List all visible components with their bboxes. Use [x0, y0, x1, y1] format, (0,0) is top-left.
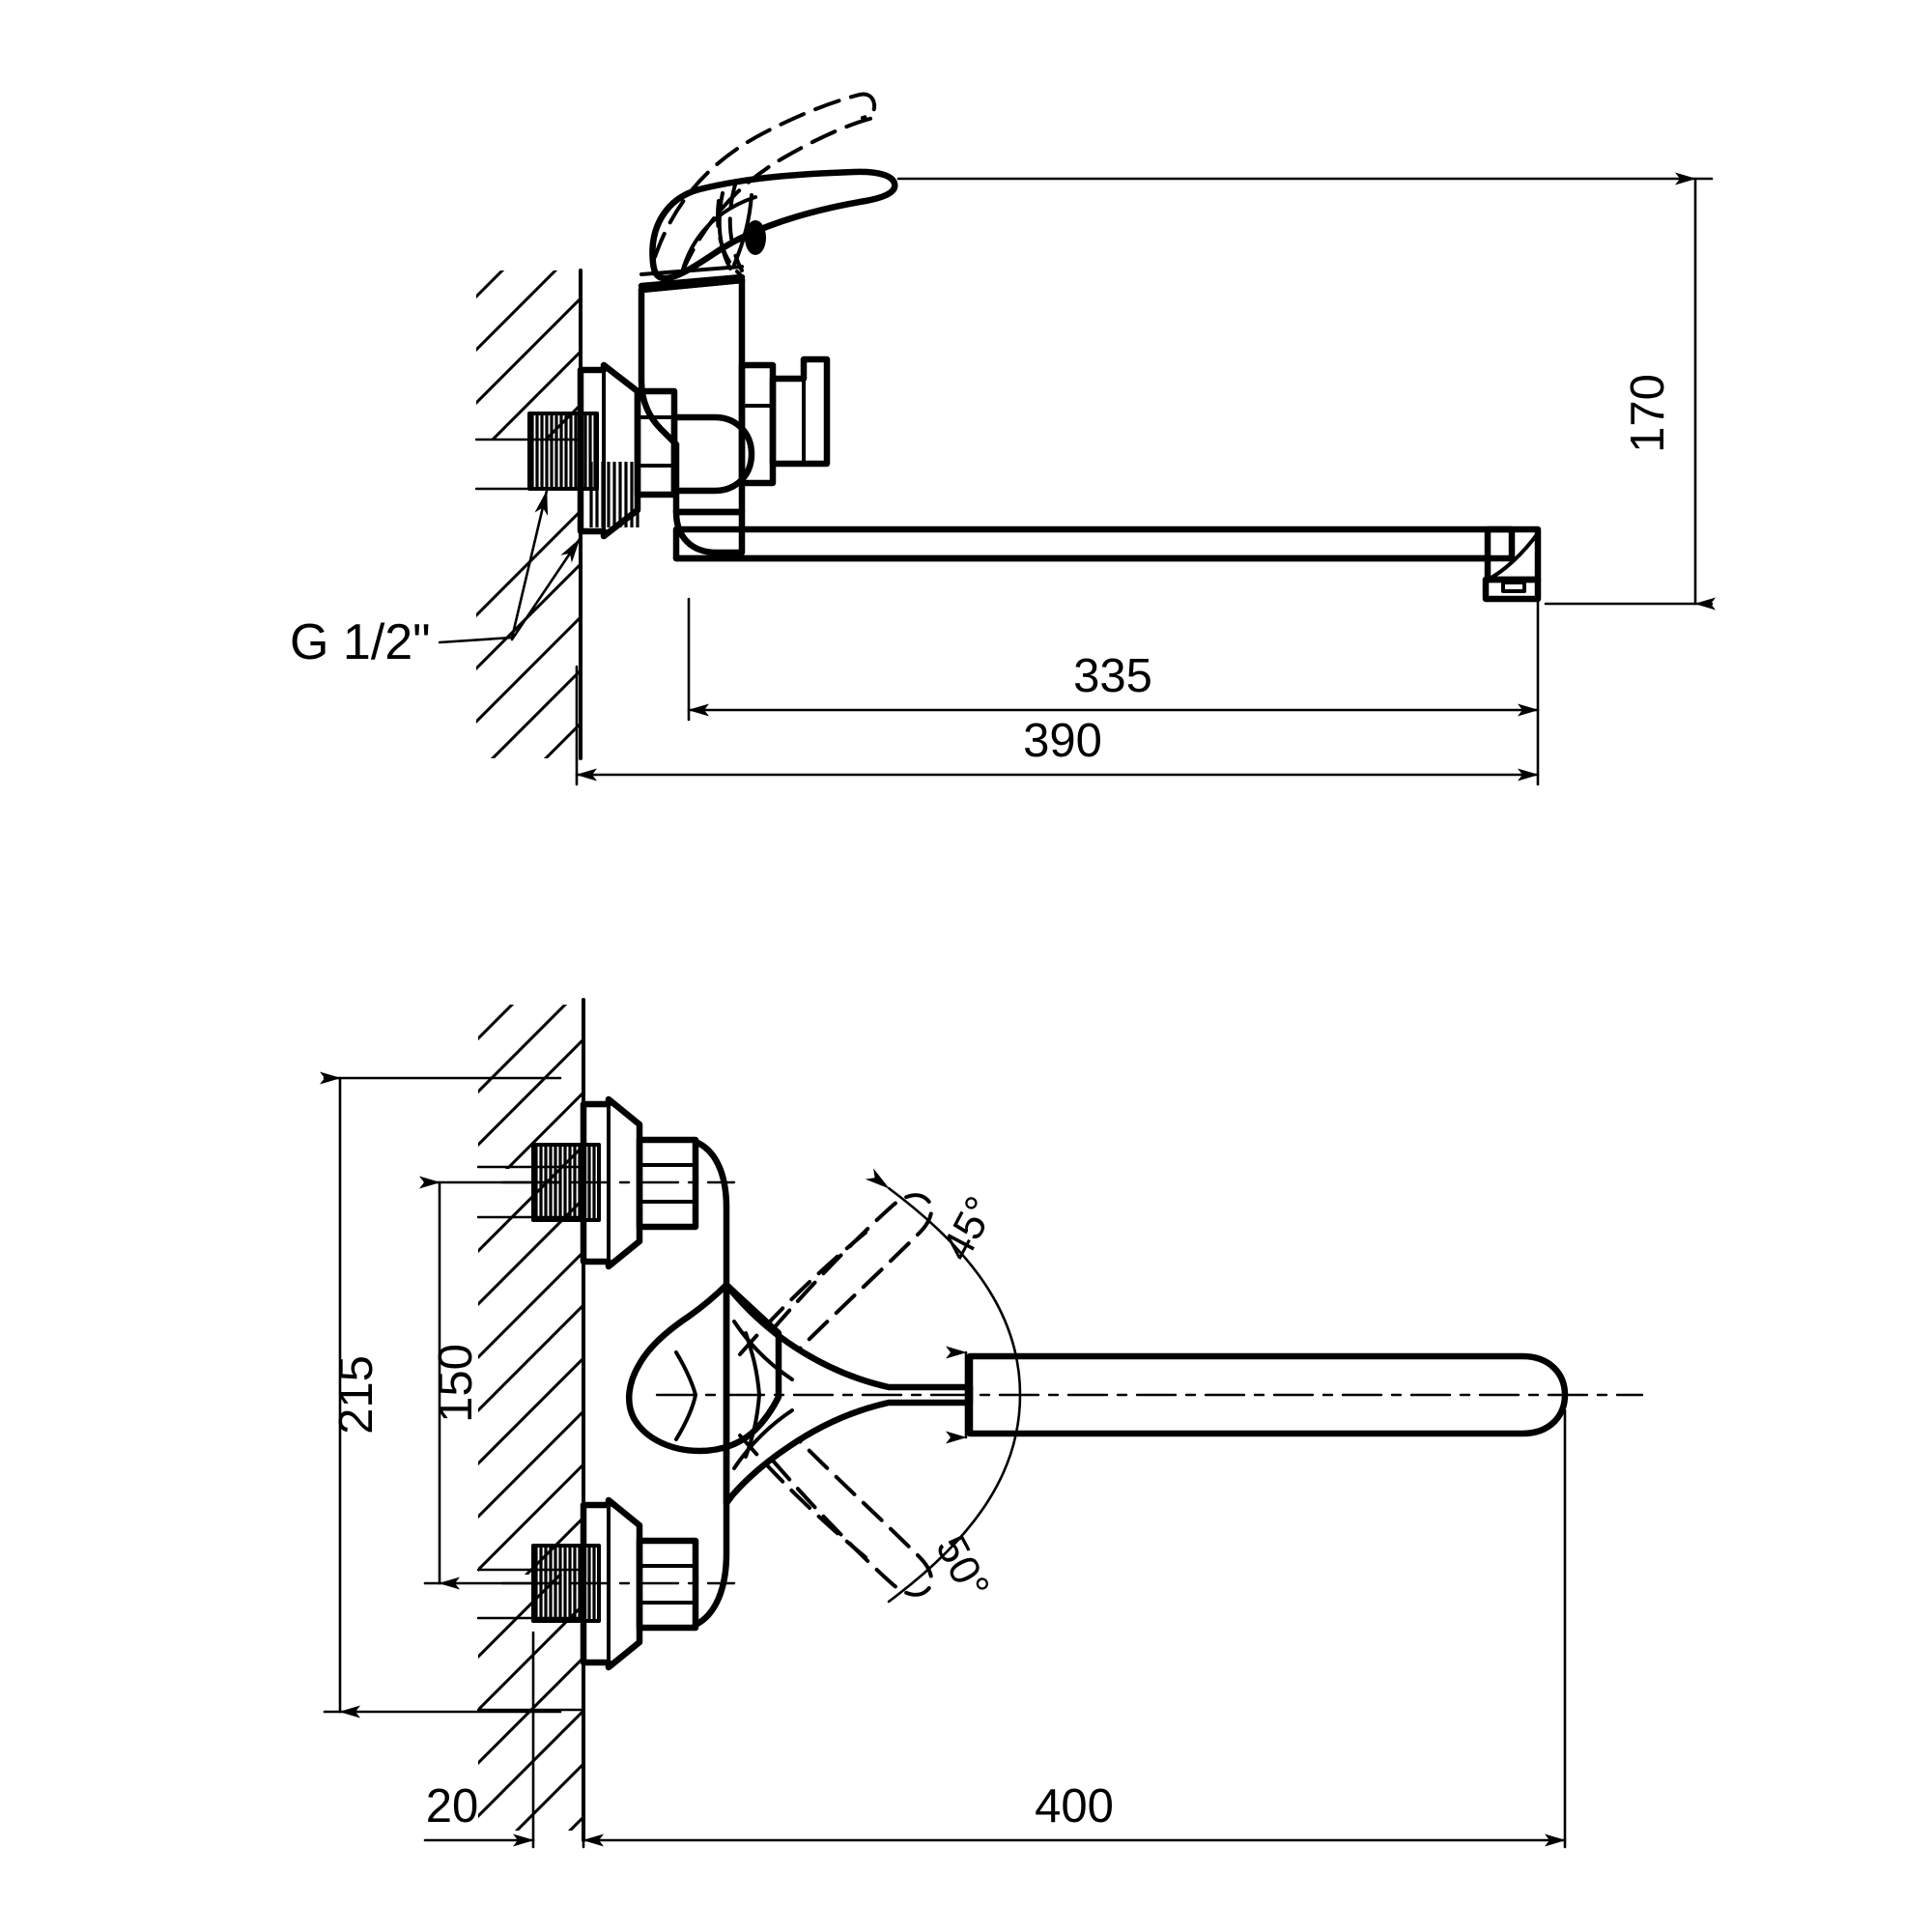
dimension-335: 335	[687, 597, 1540, 786]
thread-callout-label: G 1/2"	[290, 614, 431, 670]
plan-view: 45° 50° 215 150 20 400	[320, 998, 1644, 1849]
wall-hatch-upper	[476, 270, 581, 440]
dimension-20-value: 20	[426, 1780, 479, 1833]
spout-plan-view	[655, 1352, 1644, 1437]
wall-hatch-lower	[476, 508, 581, 758]
dimension-150: 150	[419, 1176, 562, 1590]
dimension-20: 20	[423, 1631, 535, 1849]
spout-side-view	[672, 526, 1542, 603]
lever-handle-raised-ghost	[653, 92, 877, 276]
dimension-390-value: 390	[1023, 715, 1102, 767]
inlet-connection-side-view	[527, 361, 641, 540]
mixer-body-side-view	[634, 276, 831, 556]
lever-swivel-ghosts-plan-view	[738, 1168, 1022, 1604]
aerator-detail	[1501, 581, 1526, 593]
dimension-335-value: 335	[1073, 650, 1152, 702]
thread-hatch-outlet	[589, 462, 639, 527]
dimension-400: 400	[582, 1408, 1567, 1849]
dimension-170: 170	[896, 172, 1716, 611]
dimension-390: 390	[575, 665, 1540, 786]
dimension-170-value: 170	[1622, 374, 1674, 453]
side-elevation-view: G 1/2" 170 335	[290, 92, 1716, 786]
thread-callout-leaders	[438, 489, 582, 644]
lever-pivot-marker	[745, 220, 766, 255]
dimension-400-value: 400	[1035, 1780, 1114, 1833]
dimension-215: 215	[320, 1071, 562, 1719]
dimension-150-value: 150	[430, 1344, 482, 1423]
dimension-215-value: 215	[330, 1355, 383, 1435]
